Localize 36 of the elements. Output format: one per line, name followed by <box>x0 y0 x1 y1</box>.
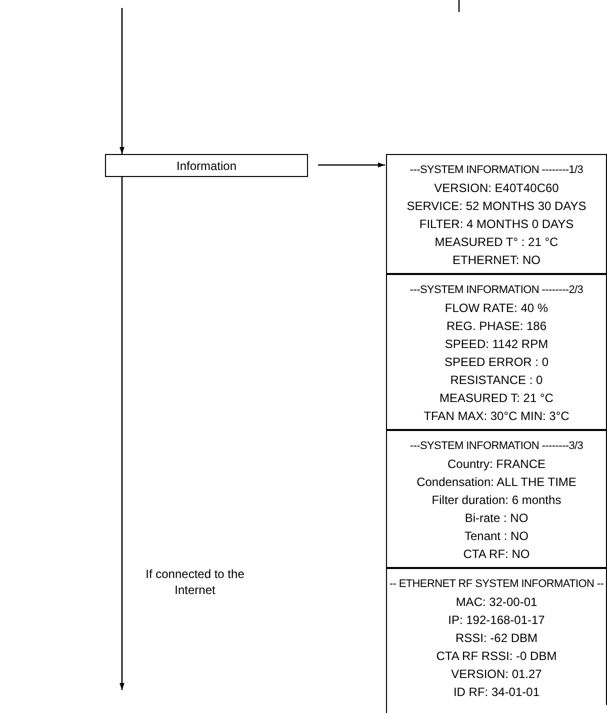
info-line: VERSION: E40T40C60 <box>434 180 559 197</box>
info-line: Tenant : NO <box>464 528 529 545</box>
arrow <box>120 8 124 154</box>
arrow <box>120 177 124 690</box>
info-panel <box>387 273 607 429</box>
panel-heading: -- ETHERNET RF SYSTEM INFORMATION -- <box>389 577 604 592</box>
info-line: MEASURED T° : 21 °C <box>434 234 558 251</box>
info-line: SERVICE: 52 MONTHS 30 DAYS <box>406 198 586 215</box>
info-line: VERSION: 01.27 <box>451 666 542 683</box>
panel-heading: ---SYSTEM INFORMATION --------1/3 <box>410 163 584 178</box>
arrow <box>318 162 385 168</box>
edge-label: If connected to the Internet <box>144 566 246 598</box>
info-line: RESISTANCE : 0 <box>450 372 543 389</box>
info-line: SPEED ERROR : 0 <box>444 354 549 371</box>
info-line: IP: 192-168-01-17 <box>448 612 545 629</box>
info-line: SPEED: 1142 RPM <box>444 336 548 353</box>
info-line: MAC: 32-00-01 <box>456 594 538 611</box>
info-line: Condensation: ALL THE TIME <box>416 474 576 491</box>
info-line: CTA RF: NO <box>463 546 530 563</box>
info-line: TFAN MAX: 30°C MIN: 3°C <box>424 408 570 425</box>
info-line: CTA RF RSSI: -0 DBM <box>436 648 557 665</box>
panel-heading: ---SYSTEM INFORMATION --------3/3 <box>410 439 584 454</box>
info-line: Filter duration: 6 months <box>432 492 562 509</box>
process-box: Information <box>105 154 308 177</box>
info-line: FLOW RATE: 40 % <box>444 300 548 317</box>
info-line: MEASURED T: 21 °C <box>440 390 554 407</box>
info-panel <box>387 567 607 705</box>
info-line: ETHERNET: NO <box>452 252 540 269</box>
info-line: Bi-rate : NO <box>464 510 528 527</box>
panel-heading: ---SYSTEM INFORMATION --------2/3 <box>410 283 584 298</box>
info-line: RSSI: -62 DBM <box>455 630 538 647</box>
info-panel <box>387 429 607 567</box>
info-line: FILTER: 4 MONTHS 0 DAYS <box>419 216 574 233</box>
info-line: Country: FRANCE <box>447 456 546 473</box>
info-line: REG. PHASE: 186 <box>446 318 547 335</box>
info-line: ID RF: 34-01-01 <box>453 684 540 701</box>
